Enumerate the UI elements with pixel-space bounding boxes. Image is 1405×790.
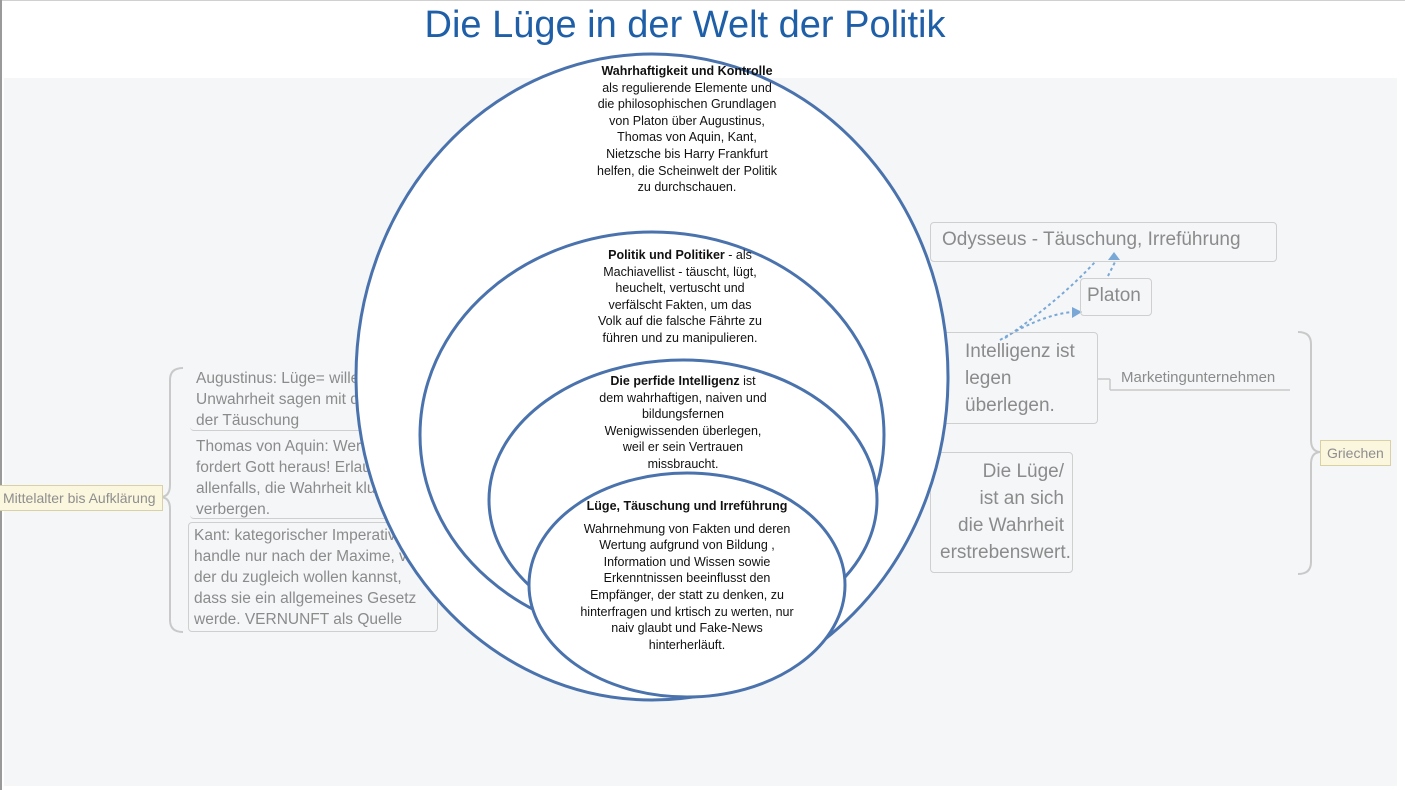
mindmap-line: legen <box>965 368 1012 389</box>
ring-inner-text: Lüge, Täuschung und Irreführung Wahrnehm… <box>580 498 794 653</box>
ring-third-text: Die perfide Intelligenz ist dem wahrhaft… <box>598 373 768 473</box>
mindmap-line: ist an sich <box>979 488 1064 509</box>
mindmap-root-griechen: Griechen <box>1320 440 1391 466</box>
mindmap-node-marketing: Marketingunternehmen <box>1121 369 1276 386</box>
ring-inner <box>527 471 847 699</box>
mindmap-line: Die Lüge/ <box>982 461 1064 482</box>
mindmap-line: der du zugleich wollen kannst, <box>194 569 402 586</box>
mindmap-root-mittelalter: Mittelalter bis Aufklärung <box>0 485 163 511</box>
mindmap-node-luege-box <box>930 452 1073 573</box>
mindmap-line: überlegen. <box>965 395 1055 416</box>
ring-second-heading: Politik und Politiker <box>608 248 725 262</box>
mindmap-line: der Täuschung <box>196 412 300 429</box>
mindmap-line: erstrebenswert. <box>940 542 1071 563</box>
mindmap-line: Augustinus: Lüge= willentlich <box>196 370 396 387</box>
ring-second-text: Politik und Politiker - als Machiavellis… <box>595 247 765 360</box>
window-top-edge <box>0 0 1405 1</box>
mindmap-node-thomas: Thomas von Aquin: Wer lügt fordert Gott … <box>196 436 405 520</box>
mindmap-line: dass sie ein allgemeines Gesetz <box>194 590 417 607</box>
mindmap-node-kant: Kant: kategorischer Imperativ - handle n… <box>194 525 424 630</box>
mindmap-line: werde. VERNUNFT als Quelle <box>194 611 403 628</box>
mindmap-line: Intelligenz ist <box>965 341 1075 362</box>
ring-inner-body: Wahrnehmung von Fakten und deren Wertung… <box>580 521 794 652</box>
mindmap-node-platon-box <box>1080 278 1152 316</box>
ring-third-body: ist dem wahrhaftigen, naiven und bildung… <box>599 374 767 471</box>
ring-outer-heading: Wahrhaftigkeit und Kontrolle <box>601 64 773 78</box>
mindmap-line: die Wahrheit <box>958 515 1064 536</box>
mindmap-node-intelligenz: Intelligenz ist legen überlegen. <box>965 338 1075 419</box>
mindmap-node-odysseus: Odysseus - Täuschung, Irreführung <box>942 229 1241 250</box>
ring-outer-text: Wahrhaftigkeit und Kontrolle als regulie… <box>594 63 780 196</box>
ring-second-body: - als Machiavellist - täuscht, lügt, heu… <box>598 248 762 345</box>
window-left-edge <box>0 0 2 790</box>
mindmap-node-luege: Die Lüge/ ist an sich die Wahrheit erstr… <box>940 458 1071 566</box>
mindmap-node-platon: Platon <box>1087 285 1141 306</box>
mindmap-line: verbergen. <box>196 501 271 518</box>
mindmap-line: Kant: kategorischer Imperativ - <box>194 527 406 544</box>
ring-third-heading: Die perfide Intelligenz <box>610 374 740 388</box>
ring-outer-body: als regulierende Elemente und die philos… <box>597 80 777 195</box>
page-title: Die Lüge in der Welt der Politik <box>424 4 946 46</box>
mindmap-line: fordert Gott heraus! Erlaubt ist <box>196 459 404 476</box>
mindmap-line: handle nur nach der Maxime, von <box>194 548 425 565</box>
mindmap-node-augustinus-box <box>190 368 435 431</box>
mindmap-line: allenfalls, die Wahrheit klug zu <box>196 480 405 497</box>
mindmap-node-thomas-box <box>190 434 435 519</box>
mindmap-line: Thomas von Aquin: Wer lügt <box>196 438 391 455</box>
mindmap-node-odysseus-box <box>930 222 1277 262</box>
ring-inner-heading: Lüge, Täuschung und Irreführung <box>586 499 788 513</box>
